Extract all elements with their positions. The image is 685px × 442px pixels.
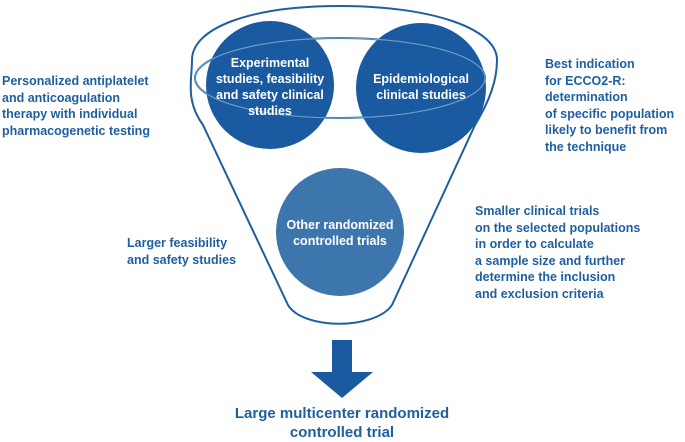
- smaller-trials-note: Smaller clinical trials on the selected …: [475, 204, 641, 301]
- funnel-outline: [189, 4, 499, 325]
- personalized-therapy-note: Personalized antiplatelet and anticoagul…: [2, 74, 150, 138]
- epidemiological-label: Epidemiological clinical studies: [373, 72, 469, 102]
- final-trial-label: Large multicenter randomized controlled …: [234, 405, 450, 441]
- down-arrow-icon: [311, 340, 373, 398]
- experimental-label: Experimental studies, feasibility and sa…: [215, 56, 325, 118]
- randomized-label: Other randomized controlled trials: [286, 218, 394, 248]
- best-indication-note: Best indication for ECCO2-R: determinati…: [545, 57, 675, 154]
- randomized-circle: [276, 168, 404, 296]
- epidemiological-circle: [356, 23, 486, 153]
- funnel-rim-overlay: [194, 37, 486, 119]
- larger-feasibility-note: Larger feasibility and safety studies: [127, 236, 237, 267]
